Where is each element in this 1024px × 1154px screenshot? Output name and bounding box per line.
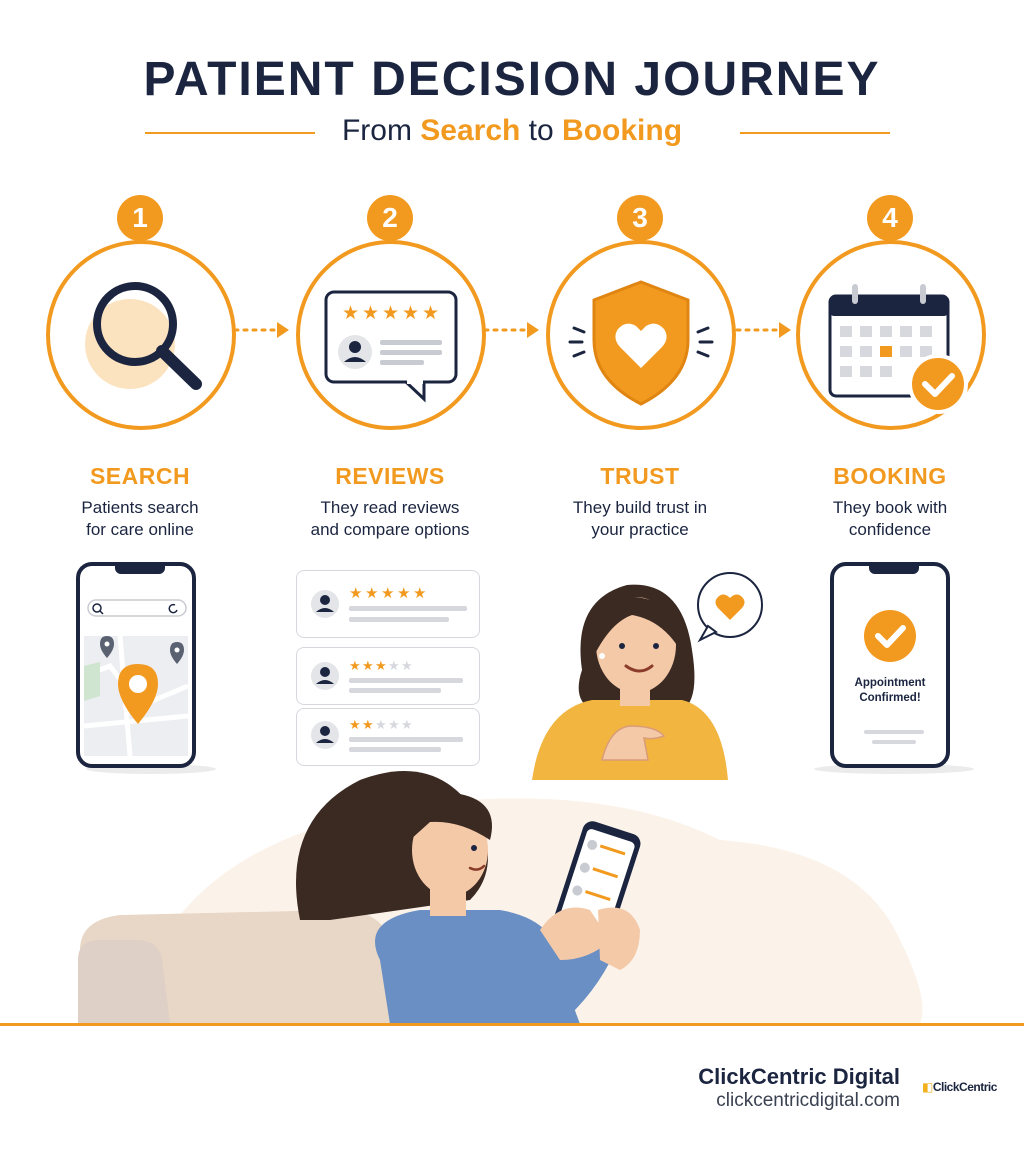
arrow-right-icon bbox=[735, 322, 791, 338]
step-description: They book with confidence bbox=[832, 498, 948, 539]
check-circle-icon bbox=[864, 610, 924, 744]
svg-text:★: ★ bbox=[381, 584, 394, 602]
logo-mark-icon: ◧ bbox=[922, 1080, 933, 1094]
review-card-5-stars: ★★★★★ bbox=[311, 584, 467, 622]
subtitle-divider-left bbox=[145, 132, 315, 134]
subtitle-mid: to bbox=[520, 114, 563, 147]
svg-text:★: ★ bbox=[422, 302, 439, 324]
heart-shield-icon bbox=[568, 280, 714, 406]
step-description: They read reviews and compare options bbox=[310, 498, 470, 539]
logo-text: ClickCentric bbox=[932, 1080, 998, 1094]
svg-text:★: ★ bbox=[401, 659, 413, 674]
svg-text:★: ★ bbox=[342, 302, 359, 324]
phone-notch bbox=[115, 566, 165, 574]
svg-text:★: ★ bbox=[362, 718, 374, 733]
step-icon-circle bbox=[546, 240, 736, 430]
svg-text:★: ★ bbox=[362, 302, 379, 324]
svg-text:★: ★ bbox=[402, 302, 419, 324]
svg-text:★: ★ bbox=[349, 718, 361, 733]
svg-text:★: ★ bbox=[397, 584, 410, 602]
review-card-3-stars: ★★★★★ bbox=[311, 659, 463, 693]
footer-divider bbox=[0, 1023, 1024, 1026]
svg-text:★: ★ bbox=[382, 302, 399, 324]
step-description: Patients search for care online bbox=[81, 498, 199, 539]
svg-text:★: ★ bbox=[375, 659, 387, 674]
step-icon-circle bbox=[796, 240, 986, 430]
review-card: ★★★★★ bbox=[296, 647, 480, 705]
subtitle-prefix: From bbox=[341, 114, 421, 147]
woman-trust-illustration bbox=[532, 572, 763, 780]
svg-text:★: ★ bbox=[365, 584, 378, 602]
magnifier-icon bbox=[85, 282, 202, 390]
confirmation-line-1: Appointment bbox=[854, 677, 926, 689]
svg-text:★: ★ bbox=[388, 718, 400, 733]
svg-text:★: ★ bbox=[375, 718, 387, 733]
brand-logo: ◧ClickCentric bbox=[922, 1080, 997, 1094]
page-title: PATIENT DECISION JOURNEY bbox=[143, 53, 881, 106]
subtitle-row: From Search to Booking bbox=[0, 112, 1024, 152]
review-bubble-icon: ★★★★★ bbox=[324, 290, 458, 403]
review-card: ★★★★★ bbox=[296, 708, 480, 766]
calendar-check-icon bbox=[828, 284, 968, 414]
step-number: 4 bbox=[867, 195, 913, 241]
subtitle-booking: Booking bbox=[562, 114, 683, 147]
brand-name: ClickCentric Digital bbox=[698, 1064, 900, 1089]
confirmation-line-2: Confirmed! bbox=[859, 692, 921, 704]
step-number: 2 bbox=[367, 195, 413, 241]
step-number: 3 bbox=[617, 195, 663, 241]
step-description: They build trust in your practice bbox=[572, 498, 708, 539]
svg-text:★: ★ bbox=[349, 659, 361, 674]
phone-notch bbox=[869, 566, 919, 574]
svg-text:★: ★ bbox=[388, 659, 400, 674]
subtitle-divider-right bbox=[740, 132, 890, 134]
svg-text:★: ★ bbox=[413, 584, 426, 602]
review-card-2-stars: ★★★★★ bbox=[311, 718, 463, 752]
arrow-right-icon bbox=[233, 322, 289, 338]
step-icon-circle bbox=[46, 240, 236, 430]
arrow-right-icon bbox=[483, 322, 539, 338]
svg-text:★: ★ bbox=[349, 584, 362, 602]
phone-map-search bbox=[76, 562, 196, 768]
map-search-illustration bbox=[83, 599, 189, 757]
step-label: BOOKING bbox=[833, 463, 947, 489]
subtitle-search: Search bbox=[420, 114, 521, 147]
subtitle: From Search to Booking bbox=[0, 114, 1024, 148]
phone-confirmation: Appointment Confirmed! bbox=[830, 562, 950, 768]
phone-shadow bbox=[86, 764, 216, 774]
svg-text:★: ★ bbox=[401, 718, 413, 733]
svg-text:★: ★ bbox=[362, 659, 374, 674]
woman-on-couch-illustration bbox=[78, 771, 923, 1024]
step-icon-circle: ★★★★★ bbox=[296, 240, 486, 430]
review-card: ★★★★★ bbox=[296, 570, 480, 638]
confirmation-message: Appointment Confirmed! bbox=[834, 676, 946, 706]
step-label: SEARCH bbox=[89, 463, 191, 489]
step-number: 1 bbox=[117, 195, 163, 241]
phone-shadow bbox=[814, 764, 974, 774]
brand-url[interactable]: clickcentricdigital.com bbox=[716, 1090, 900, 1111]
step-label: TRUST bbox=[600, 463, 680, 489]
step-label: REVIEWS bbox=[335, 463, 445, 489]
